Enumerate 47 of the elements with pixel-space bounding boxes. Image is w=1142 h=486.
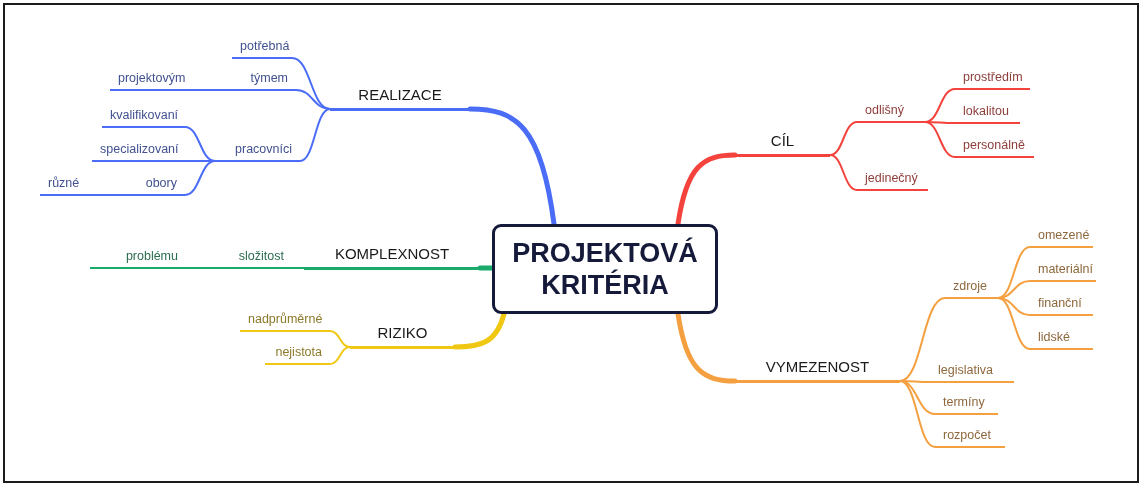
branch-line bbox=[899, 297, 946, 382]
subtopic-label: omezené bbox=[1030, 226, 1093, 248]
main-topic-label: KOMPLEXNOST bbox=[304, 242, 480, 270]
subtopic-label: problému bbox=[90, 247, 186, 269]
subtopic-label: prostředím bbox=[955, 68, 1030, 90]
subtopic-label: obory bbox=[96, 174, 185, 196]
branch-line bbox=[899, 380, 936, 415]
subtopic-label: týmem bbox=[196, 69, 296, 91]
main-topic-label: REALIZACE bbox=[330, 83, 470, 111]
subtopic-label: rozpočet bbox=[935, 426, 1005, 448]
branch-line bbox=[829, 121, 858, 156]
branch-line bbox=[899, 380, 936, 448]
subtopic-label: různé bbox=[40, 174, 84, 196]
subtopic-label: termíny bbox=[935, 393, 998, 415]
main-topic-label: CÍL bbox=[735, 129, 830, 157]
subtopic-label: projektovým bbox=[110, 69, 184, 91]
subtopic-label: potřebná bbox=[232, 37, 292, 59]
branch-line bbox=[299, 108, 331, 162]
branch-line bbox=[924, 121, 956, 158]
subtopic-label: finanční bbox=[1030, 294, 1093, 316]
subtopic-label: odlišný bbox=[857, 101, 925, 123]
subtopic-label: lokalitou bbox=[955, 102, 1020, 124]
subtopic-label: lidské bbox=[1030, 328, 1093, 350]
subtopic-label: kvalifikovaní bbox=[102, 106, 185, 128]
subtopic-label: specializovaní bbox=[92, 140, 178, 162]
main-topic-label: RIZIKO bbox=[350, 321, 455, 349]
subtopic-label: jedinečný bbox=[857, 169, 928, 191]
subtopic-label: složitost bbox=[198, 247, 292, 269]
branch-line bbox=[329, 346, 351, 365]
subtopic-label: personálně bbox=[955, 136, 1034, 158]
branch-line bbox=[291, 267, 305, 269]
subtopic-label: nejistota bbox=[265, 343, 330, 365]
branch-line bbox=[997, 297, 1031, 350]
central-topic-box: PROJEKTOVÁ KRITÉRIA bbox=[492, 224, 718, 314]
subtopic-label: materiální bbox=[1030, 260, 1096, 282]
main-topic-label: VYMEZENOST bbox=[735, 355, 900, 383]
branch-line bbox=[184, 160, 216, 196]
branch-line bbox=[329, 330, 351, 348]
subtopic-label: zdroje bbox=[945, 277, 998, 299]
branch-line bbox=[83, 194, 97, 196]
subtopic-label: pracovníci bbox=[215, 140, 300, 162]
branch-line bbox=[997, 246, 1031, 299]
branch-line bbox=[185, 267, 199, 269]
branch-line bbox=[829, 154, 858, 191]
subtopic-label: nadprůměrné bbox=[240, 310, 330, 332]
subtopic-label: legislativa bbox=[930, 361, 1014, 383]
branch-line bbox=[183, 89, 197, 91]
